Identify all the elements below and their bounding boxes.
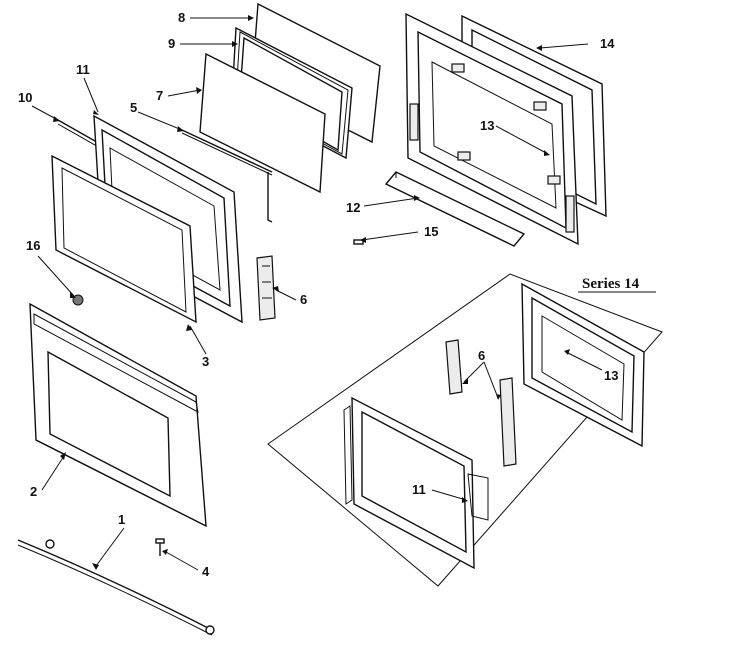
- part-7-inner-glass: [199, 52, 326, 194]
- callout-3: 3: [202, 354, 209, 369]
- callout-12: 12: [346, 200, 360, 215]
- arrowheads: [53, 15, 570, 570]
- callout-7: 7: [156, 88, 163, 103]
- part-6-gasket: [256, 255, 276, 321]
- callout-1: 1: [118, 512, 125, 527]
- callout-13: 13: [480, 118, 494, 133]
- callout-2: 2: [30, 484, 37, 499]
- part-2-door-panel: [29, 302, 207, 528]
- callout-8: 8: [178, 10, 185, 25]
- callout-13-series: 13: [604, 368, 618, 383]
- leader-lines: [31, 17, 603, 571]
- callout-11-series: 11: [412, 482, 426, 497]
- callout-5: 5: [130, 100, 137, 115]
- callout-6: 6: [300, 292, 307, 307]
- callout-15: 15: [424, 224, 438, 239]
- callout-16: 16: [26, 238, 40, 253]
- part-15-clip: [353, 239, 364, 245]
- part-3-door-glass: [51, 154, 197, 324]
- callout-11: 11: [76, 62, 90, 77]
- part-5-strip: [181, 129, 273, 223]
- part-4-screw: [155, 538, 165, 556]
- callout-10: 10: [18, 90, 32, 105]
- callout-14: 14: [600, 36, 615, 51]
- part-12-bottom-bar: [384, 171, 526, 247]
- part-13-liner: [405, 12, 579, 246]
- series-14-inset: [267, 273, 663, 587]
- callout-labels: 8 9 7 5 10 11 6 3 16 2 1 4 14 13 12 15 S…: [18, 10, 640, 579]
- callout-9: 9: [168, 36, 175, 51]
- part-1-handle: [17, 539, 215, 636]
- series-14-label: Series 14: [582, 276, 640, 292]
- callout-4: 4: [202, 564, 210, 579]
- callout-6-series: 6: [478, 348, 485, 363]
